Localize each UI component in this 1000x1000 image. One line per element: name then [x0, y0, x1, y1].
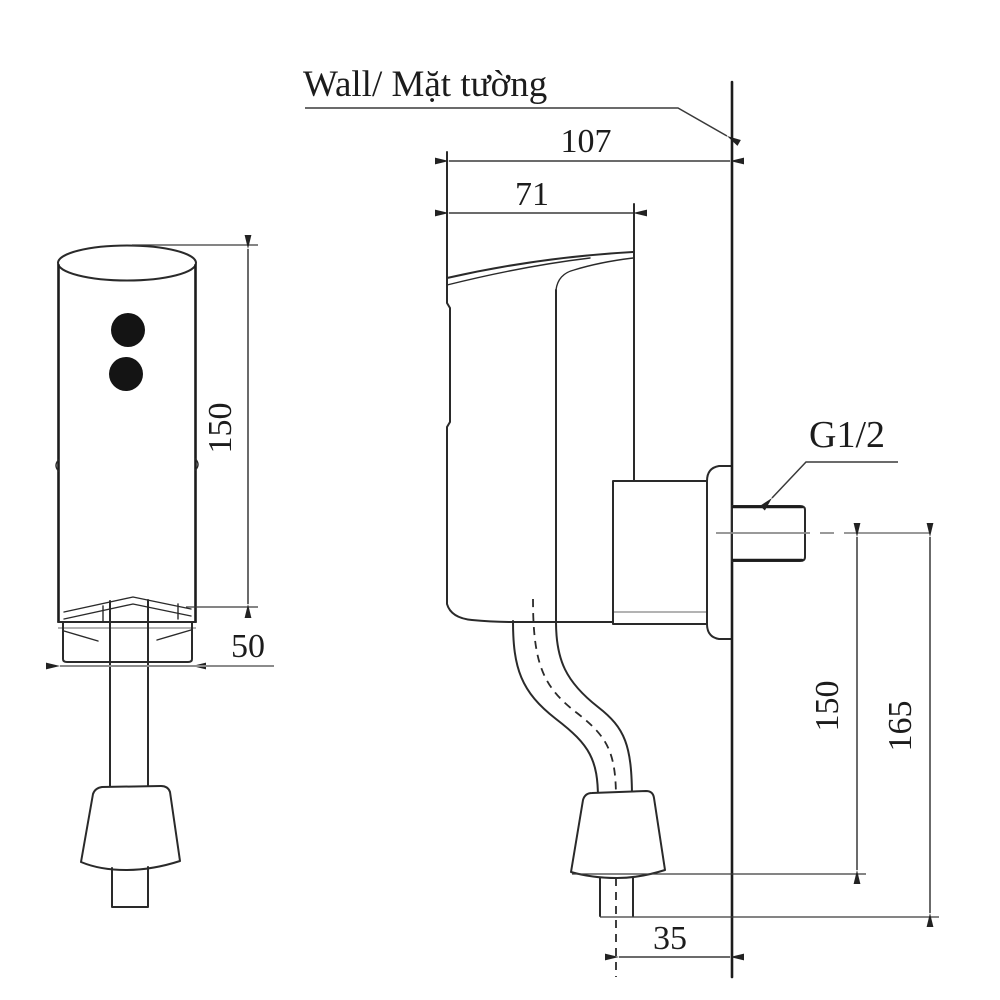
- dimension-outlet-length: 165: [600, 523, 939, 927]
- body-top-curve: [446, 251, 634, 279]
- s-pipe-left: [512, 620, 599, 800]
- body-left-and-bottom: [446, 151, 613, 623]
- sensor-window-lower: [109, 357, 143, 391]
- sensor-window-upper: [111, 313, 145, 347]
- dimension-outlet-wall-offset: 35: [605, 920, 744, 961]
- spud-cone: [80, 785, 181, 871]
- base-dome-outer: [63, 596, 192, 613]
- dim-label-outlet-wall-offset: 35: [653, 920, 687, 957]
- base-dome-inner: [63, 603, 192, 620]
- outlet-pipe-lower: [111, 866, 149, 908]
- wall-leader-line: [305, 107, 741, 146]
- cylinder-top: [57, 244, 197, 282]
- dimension-base-width: 50: [46, 628, 274, 670]
- s-pipe-right: [555, 621, 633, 800]
- dim-label-outlet-length: 165: [882, 701, 919, 752]
- thread-label: G1/2: [809, 414, 885, 456]
- outlet-pipe-below-cone: [599, 877, 634, 917]
- dimension-spud-height: 150: [572, 523, 866, 884]
- wall-callout: Wall/ Mặt tường: [303, 64, 741, 146]
- s-pipe-centerline: [532, 598, 617, 800]
- dim-label-base-width: 50: [231, 628, 265, 665]
- dimension-body-depth: 71: [435, 176, 647, 217]
- base-hatch-left: [63, 630, 99, 642]
- base-skirt: [62, 621, 193, 663]
- dim-label-body-height: 150: [202, 403, 239, 454]
- dimension-body-height: 150: [132, 235, 258, 618]
- thread-leader-line: [759, 461, 898, 511]
- wall-label: Wall/ Mặt tường: [303, 64, 547, 105]
- clip-notch-right: [194, 458, 199, 471]
- wall-flange: [706, 465, 732, 640]
- body-inner-curve: [555, 257, 634, 291]
- rear-block: [612, 480, 708, 625]
- body-top-seam: [446, 257, 591, 286]
- dim-label-body-depth: 71: [515, 176, 549, 213]
- thread-callout: G1/2: [759, 414, 898, 511]
- base-hatch-right: [156, 629, 192, 641]
- front-view: [55, 244, 199, 908]
- clip-notch-left: [55, 459, 60, 472]
- spud-cone-side: [570, 790, 666, 879]
- side-view: [446, 80, 930, 979]
- dim-label-total-depth: 107: [561, 123, 612, 160]
- dim-label-spud-height: 150: [809, 681, 846, 732]
- dimension-total-depth: 107: [435, 123, 744, 165]
